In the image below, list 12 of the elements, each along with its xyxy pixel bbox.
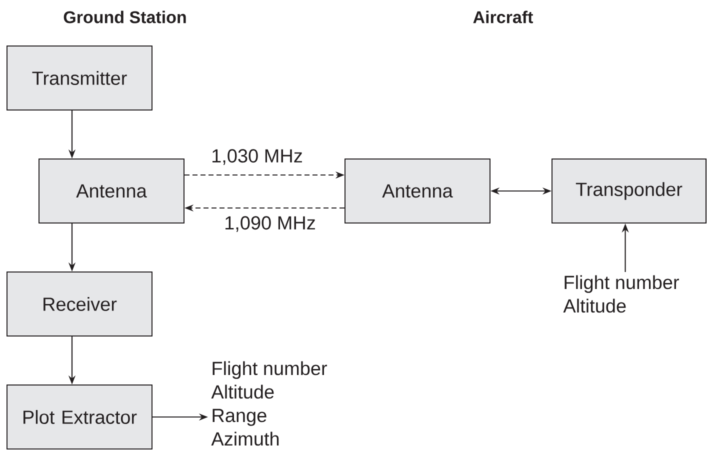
edge-label: 1,030 MHz: [210, 148, 304, 166]
process-box: Plot Extractor: [6, 384, 152, 450]
data-list: Flight number Altitude Range Azimuth: [211, 361, 327, 446]
process-box: Transmitter: [6, 46, 152, 110]
process-box: Antenna: [344, 158, 490, 224]
column-heading: Ground Station: [64, 10, 186, 24]
process-box: Receiver: [6, 272, 152, 336]
process-box: Antenna: [38, 158, 184, 224]
column-heading: Aircraft: [473, 10, 534, 24]
edge-label: 1,090 MHz: [223, 215, 317, 233]
data-list: Flight number Altitude: [563, 275, 679, 313]
process-box: Transponder: [552, 158, 706, 224]
